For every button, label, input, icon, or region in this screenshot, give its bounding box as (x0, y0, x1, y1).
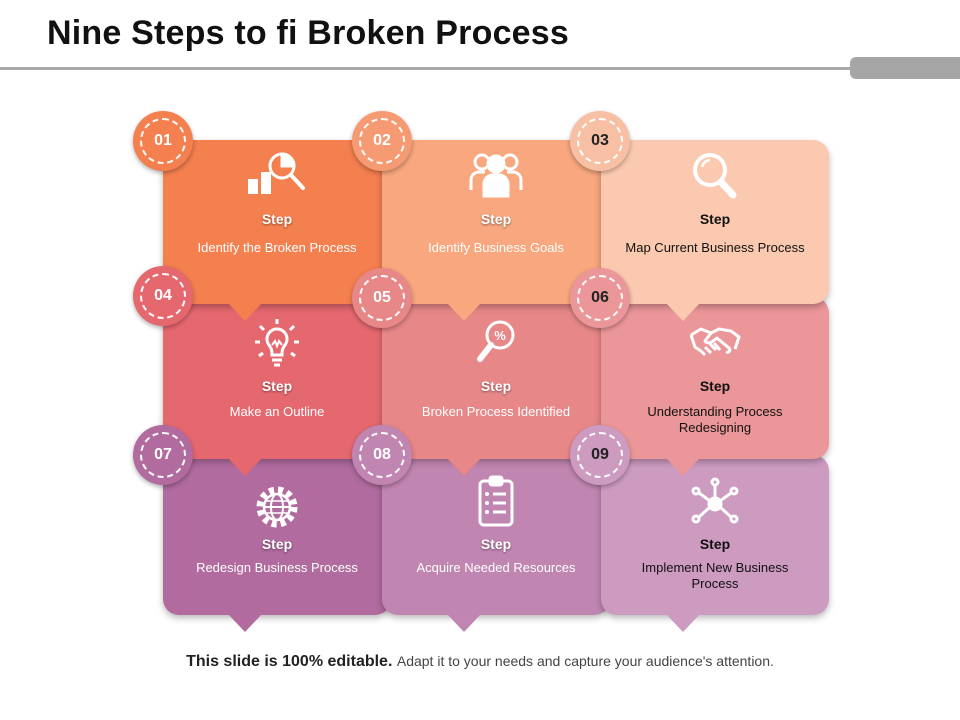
step-label: Step (480, 211, 512, 227)
step-label: Step (699, 536, 731, 552)
step-card-06: Step Understanding Process Redesigning (601, 297, 829, 476)
step-number: 03 (591, 132, 609, 149)
card-pointer (447, 458, 481, 476)
step-description: Identify Business Goals (428, 240, 564, 255)
step-description: Broken Process Identified (421, 404, 571, 419)
step-description: Identify the Broken Process (197, 240, 357, 255)
step-number-badge-07: 07 (133, 425, 193, 485)
step-number-badge-02: 02 (352, 111, 412, 171)
clipboard-icon (466, 472, 526, 532)
title-accent-tab (850, 57, 960, 79)
step-number: 06 (591, 289, 609, 306)
step-number-badge-05: 05 (352, 268, 412, 328)
step-card-03: Step Map Current Business Process (601, 140, 829, 321)
step-card-02: Step Identify Business Goals (382, 140, 610, 321)
card-pointer (228, 614, 262, 632)
card-pointer (666, 614, 700, 632)
step-number-badge-03: 03 (570, 111, 630, 171)
search-icon (685, 146, 745, 206)
chart-magnifier-icon (247, 144, 307, 204)
svg-text:%: % (494, 328, 506, 343)
step-card-04: Step Make an Outline (163, 297, 391, 476)
step-card-09: Step Implement New Business Process (601, 455, 829, 632)
step-number: 05 (373, 289, 391, 306)
card-pointer (666, 458, 700, 476)
footer-bold-text: This slide is 100% editable. (186, 653, 393, 670)
card-pointer (228, 458, 262, 476)
network-icon (685, 473, 745, 533)
step-card-01: Step Identify the Broken Process (163, 140, 391, 321)
step-number-badge-09: 09 (570, 425, 630, 485)
step-label: Step (261, 211, 293, 227)
team-icon (466, 144, 526, 204)
step-number-badge-04: 04 (133, 266, 193, 326)
globe-gear-icon (247, 477, 307, 537)
step-number: 04 (154, 287, 172, 304)
step-label: Step (261, 536, 293, 552)
step-number: 09 (591, 446, 609, 463)
step-label: Step (480, 536, 512, 552)
step-label: Step (480, 378, 512, 394)
card-pointer (447, 303, 481, 321)
step-card-05: % Step Broken Process Identified (382, 297, 610, 476)
footer-caption: This slide is 100% editable. Adapt it to… (0, 653, 960, 671)
title-divider (0, 67, 850, 70)
footer-text: Adapt it to your needs and capture your … (396, 653, 774, 669)
step-number: 07 (154, 446, 172, 463)
step-description: Understanding Process Redesigning (647, 404, 783, 435)
step-description: Acquire Needed Resources (416, 560, 576, 575)
step-label: Step (699, 211, 731, 227)
step-number: 02 (373, 132, 391, 149)
step-number-badge-01: 01 (133, 111, 193, 171)
card-pointer (666, 303, 700, 321)
step-description: Implement New Business Process (641, 560, 789, 591)
handshake-icon (685, 313, 745, 373)
step-number-badge-08: 08 (352, 425, 412, 485)
step-description: Redesign Business Process (196, 560, 358, 575)
step-label: Step (261, 378, 293, 394)
page-title: Nine Steps to fi Broken Process (47, 14, 570, 52)
step-number-badge-06: 06 (570, 268, 630, 328)
step-card-07: Step Redesign Business Process (163, 455, 391, 632)
step-description: Make an Outline (229, 404, 325, 419)
step-number: 08 (373, 446, 391, 463)
step-number: 01 (154, 132, 172, 149)
card-pointer (228, 303, 262, 321)
step-label: Step (699, 378, 731, 394)
step-description: Map Current Business Process (625, 240, 805, 255)
lightbulb-icon (247, 315, 307, 375)
step-card-08: Step Acquire Needed Resources (382, 455, 610, 632)
card-pointer (447, 614, 481, 632)
percent-magnifier-icon: % (466, 313, 526, 373)
